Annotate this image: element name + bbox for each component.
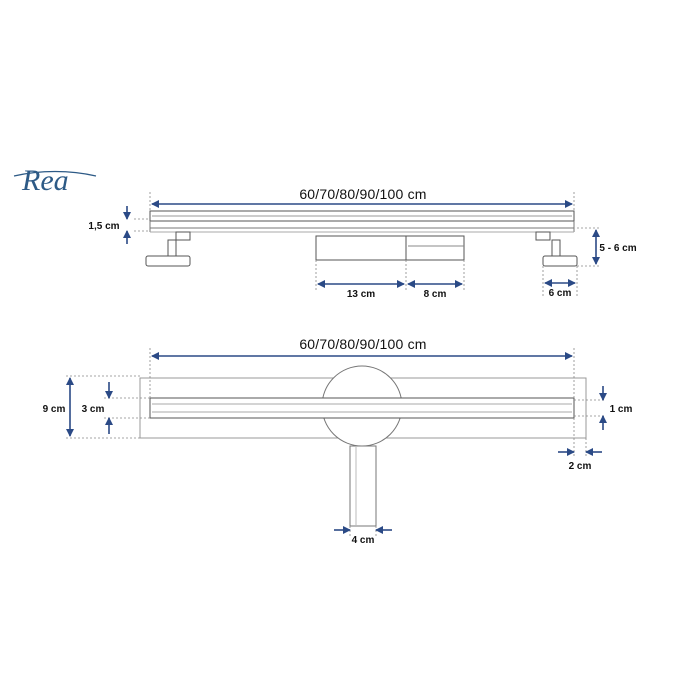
side-length-label: 60/70/80/90/100 cm: [299, 186, 426, 202]
outlet-pipe: [349, 445, 377, 527]
feet-height-label: 5 - 6 cm: [599, 243, 636, 254]
outlet-body: [405, 235, 465, 261]
right-foot-bracket: [535, 231, 551, 241]
top-length-label: 60/70/80/90/100 cm: [299, 336, 426, 352]
total-width-label: 9 cm: [43, 404, 66, 415]
brand-logo: Rea: [13, 164, 97, 197]
brand-logo-text: Rea: [21, 164, 69, 197]
left-foot-pad: [145, 255, 191, 267]
grate-label: 1 cm: [610, 404, 633, 415]
pipe-width-label: 4 cm: [352, 535, 375, 546]
end-label: 2 cm: [569, 461, 592, 472]
outlet-width-label: 8 cm: [424, 289, 447, 300]
right-foot-pad: [542, 255, 578, 267]
drain-body: [315, 235, 407, 261]
top-view: [139, 365, 587, 527]
side-view: [145, 210, 578, 267]
side-dimensions: 60/70/80/90/100 cm 1,5 cm 5 - 6 cm 13 cm…: [88, 186, 636, 300]
top-dimensions: 60/70/80/90/100 cm 9 cm 3 cm 1 cm 2 cm 4…: [43, 336, 633, 546]
top-channel: [149, 397, 575, 419]
foot-width-label: 6 cm: [549, 288, 572, 299]
body-width-label: 13 cm: [347, 289, 375, 300]
channel-width-label: 3 cm: [82, 404, 105, 415]
left-foot-bracket: [175, 231, 191, 241]
side-height-label: 1,5 cm: [88, 221, 119, 232]
